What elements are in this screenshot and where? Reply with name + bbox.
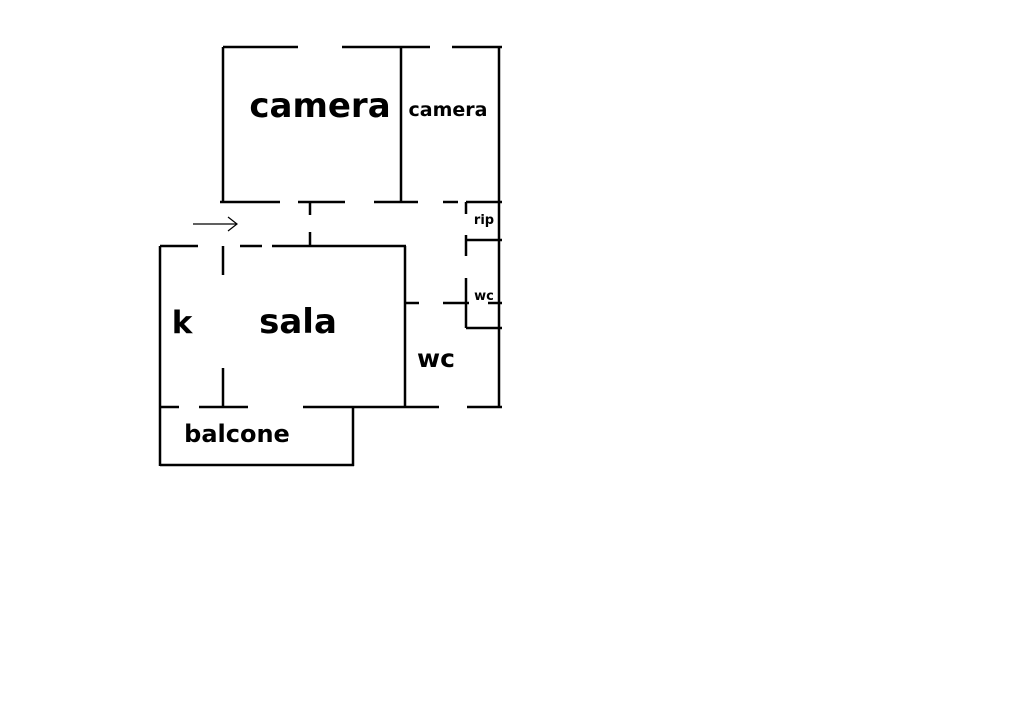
room-label-wc-large: wc bbox=[417, 344, 455, 373]
room-label-wc-small: wc bbox=[474, 289, 494, 304]
room-label-sala: sala bbox=[259, 302, 337, 342]
room-label-camera-large: camera bbox=[249, 86, 390, 126]
room-label-balcone: balcone bbox=[184, 420, 290, 448]
room-label-camera-small: camera bbox=[409, 99, 488, 121]
room-label-rip: rip bbox=[474, 213, 494, 228]
room-label-kitchen: k bbox=[172, 305, 194, 341]
walls bbox=[158, 45, 502, 467]
entrance-arrow-icon bbox=[193, 216, 238, 232]
